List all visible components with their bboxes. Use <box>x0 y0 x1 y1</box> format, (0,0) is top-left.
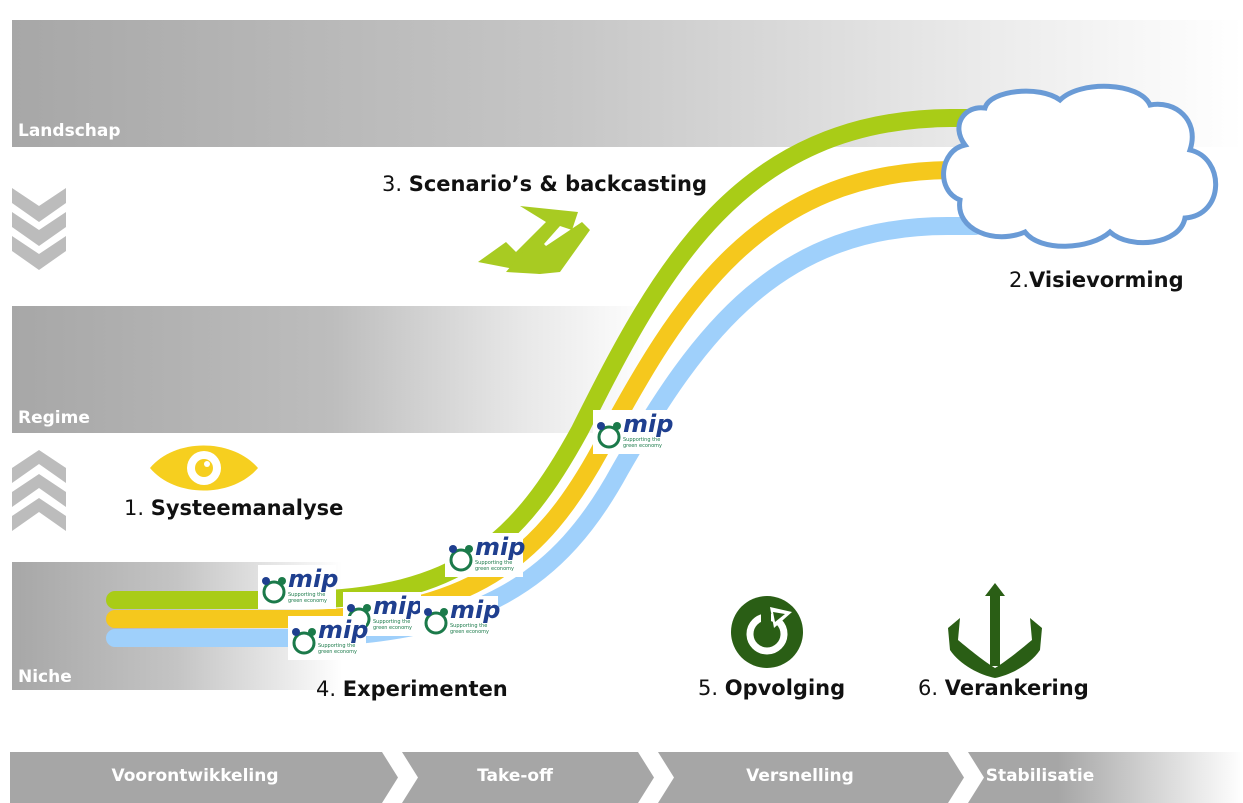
step-label: Visievorming <box>1029 268 1184 292</box>
mip-logo: mip Supporting the green economy <box>445 533 526 577</box>
mip-logo-subtitle: Supporting the green economy <box>318 643 357 655</box>
mip-logo-subtitle: Supporting the green economy <box>450 623 489 635</box>
people-circle-icon <box>597 422 621 449</box>
people-circle-icon <box>424 608 448 635</box>
people-circle-icon <box>292 628 316 655</box>
step-scenarios: 3. Scenario’s & backcasting <box>382 172 707 196</box>
mip-logo-text: mip <box>288 565 339 593</box>
step-label: Opvolging <box>724 676 846 700</box>
green-transition-curve <box>106 109 984 609</box>
people-circle-icon <box>262 577 286 604</box>
eye-icon <box>150 445 258 491</box>
mip-logo: mip Supporting the green economy <box>420 596 501 640</box>
refresh-icon <box>731 596 803 668</box>
step-number: 2. <box>1009 268 1030 292</box>
step-number: 5. <box>698 676 719 700</box>
phase-versnelling: Versnelling <box>746 766 854 786</box>
phase-timeline <box>10 752 1243 803</box>
step-label: Verankering <box>944 676 1089 700</box>
step-number: 3. <box>382 172 403 196</box>
anchor-icon <box>948 583 1042 678</box>
step-systeemanalyse: 1. Systeemanalyse <box>124 496 343 520</box>
mip-logo: mip Supporting the green economy <box>258 565 339 609</box>
phase-take-off: Take-off <box>477 766 553 786</box>
mip-logo: mip Supporting the green economy <box>593 410 674 454</box>
cycle-arrows-icon <box>478 206 590 274</box>
down-chevrons-icon <box>12 188 66 270</box>
mip-logo-text: mip <box>475 533 526 561</box>
mip-logo-text: mip <box>318 616 369 644</box>
step-label: Systeemanalyse <box>150 496 344 520</box>
mip-logo-text: mip <box>450 596 501 624</box>
mip-logo-subtitle: Supporting the green economy <box>373 619 412 631</box>
step-number: 1. <box>124 496 145 520</box>
step-visievorming: 2.Visievorming <box>1009 268 1184 292</box>
cloud-icon <box>941 83 1219 249</box>
step-verankering: 6. Verankering <box>918 676 1089 700</box>
step-experimenten: 4. Experimenten <box>316 677 508 701</box>
regime-band <box>12 306 652 433</box>
mip-logo: mip Supporting the green economy <box>288 616 369 660</box>
mip-logo-text: mip <box>373 592 424 620</box>
step-label: Scenario’s & backcasting <box>408 172 708 196</box>
step-number: 4. <box>316 677 337 701</box>
mip-logo-subtitle: Supporting the green economy <box>288 592 327 604</box>
phase-stabilisatie: Stabilisatie <box>985 766 1095 786</box>
mip-logo-subtitle: Supporting the green economy <box>623 437 662 449</box>
mip-logo-text: mip <box>623 410 674 438</box>
blue-transition-curve <box>106 216 984 647</box>
people-circle-icon <box>449 545 473 572</box>
step-opvolging: 5. Opvolging <box>698 676 845 700</box>
landscape-label: Landschap <box>18 121 121 141</box>
niche-label: Niche <box>18 667 72 687</box>
phase-voorontwikkeling: Voorontwikkeling <box>111 766 279 786</box>
regime-label: Regime <box>18 408 90 428</box>
step-label: Experimenten <box>342 677 508 701</box>
step-number: 6. <box>918 676 939 700</box>
mip-logo-subtitle: Supporting the green economy <box>475 560 514 572</box>
up-chevrons-icon <box>12 450 66 531</box>
